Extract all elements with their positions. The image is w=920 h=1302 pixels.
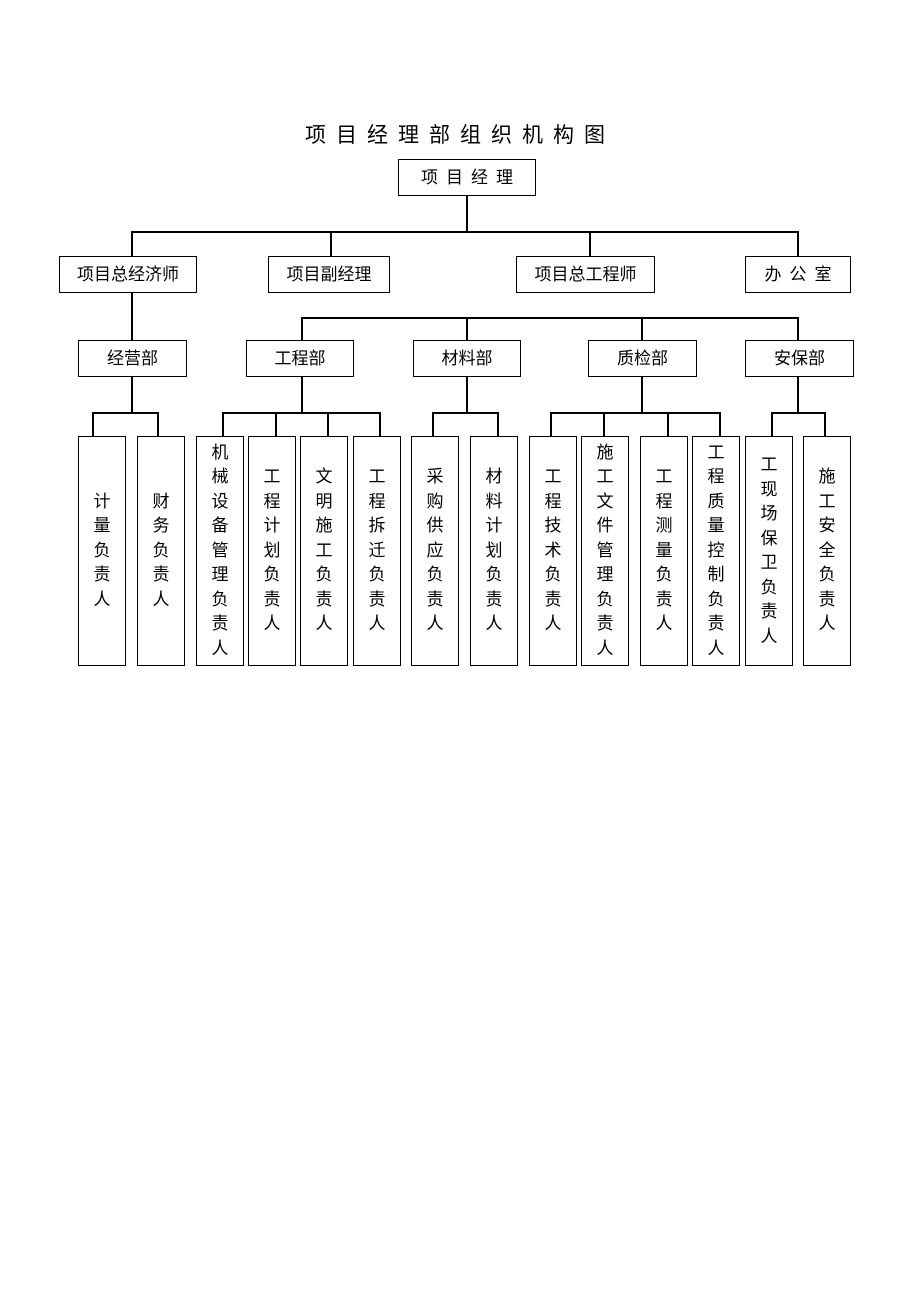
staff-label: 财务负责人 bbox=[152, 491, 170, 610]
connector bbox=[92, 412, 158, 414]
connector bbox=[589, 231, 591, 256]
connector bbox=[301, 317, 303, 340]
connector bbox=[379, 412, 381, 436]
node-staff-document-mgmt: 施工文件管理负责人 bbox=[581, 436, 629, 666]
connector bbox=[771, 412, 825, 414]
node-staff-demolition: 工程拆迁负责人 bbox=[353, 436, 401, 666]
connector bbox=[330, 231, 332, 256]
connector bbox=[222, 412, 224, 436]
staff-label: 工程质量控制负责人 bbox=[707, 442, 725, 659]
staff-label: 机械设备管理负责人 bbox=[211, 442, 229, 659]
staff-label: 材料计划负责人 bbox=[485, 467, 503, 635]
connector bbox=[301, 317, 798, 319]
staff-label: 施工文件管理负责人 bbox=[596, 442, 614, 659]
connector bbox=[603, 412, 605, 436]
node-chief-engineer: 项目总工程师 bbox=[516, 256, 655, 293]
node-staff-quality-control: 工程质量控制负责人 bbox=[692, 436, 740, 666]
node-dept-security: 安保部 bbox=[745, 340, 854, 377]
connector bbox=[466, 317, 468, 340]
staff-label: 工程拆迁负责人 bbox=[368, 467, 386, 635]
connector bbox=[131, 293, 133, 340]
node-dept-materials: 材料部 bbox=[413, 340, 521, 377]
staff-label: 工程测量负责人 bbox=[655, 467, 673, 635]
connector bbox=[466, 377, 468, 412]
connector bbox=[92, 412, 94, 436]
connector bbox=[641, 317, 643, 340]
connector bbox=[327, 412, 329, 436]
staff-label: 施工安全负责人 bbox=[818, 467, 836, 635]
connector bbox=[824, 412, 826, 436]
node-staff-finance: 财务负责人 bbox=[137, 436, 185, 666]
connector bbox=[797, 231, 799, 256]
staff-label: 采购供应负责人 bbox=[426, 467, 444, 635]
node-dept-engineering: 工程部 bbox=[246, 340, 354, 377]
node-staff-safety: 施工安全负责人 bbox=[803, 436, 851, 666]
chart-title: 项目经理部组织机构图 bbox=[305, 123, 615, 147]
connector bbox=[771, 412, 773, 436]
connector bbox=[497, 412, 499, 436]
node-project-manager: 项目经理 bbox=[398, 159, 536, 196]
connector bbox=[641, 377, 643, 412]
node-staff-material-plan: 材料计划负责人 bbox=[470, 436, 518, 666]
connector bbox=[131, 231, 133, 256]
node-staff-machinery: 机械设备管理负责人 bbox=[196, 436, 244, 666]
connector bbox=[275, 412, 277, 436]
connector bbox=[157, 412, 159, 436]
node-staff-survey: 工程测量负责人 bbox=[640, 436, 688, 666]
connector bbox=[222, 412, 380, 414]
connector bbox=[432, 412, 498, 414]
connector bbox=[466, 196, 468, 231]
staff-label: 工现场保卫负责人 bbox=[760, 455, 778, 647]
node-dept-business: 经营部 bbox=[78, 340, 187, 377]
node-staff-civilized-construction: 文明施工负责人 bbox=[300, 436, 348, 666]
connector bbox=[797, 317, 799, 340]
node-chief-economist: 项目总经济师 bbox=[59, 256, 197, 293]
connector bbox=[301, 377, 303, 412]
staff-label: 文明施工负责人 bbox=[315, 467, 333, 635]
node-office: 办公室 bbox=[745, 256, 851, 293]
connector bbox=[131, 231, 798, 233]
node-staff-site-guard: 工现场保卫负责人 bbox=[745, 436, 793, 666]
connector bbox=[719, 412, 721, 436]
connector bbox=[131, 377, 133, 412]
staff-label: 计量负责人 bbox=[93, 491, 111, 610]
connector bbox=[667, 412, 669, 436]
node-deputy-manager: 项目副经理 bbox=[268, 256, 390, 293]
node-staff-eng-plan: 工程计划负责人 bbox=[248, 436, 296, 666]
connector bbox=[797, 377, 799, 412]
staff-label: 工程计划负责人 bbox=[263, 467, 281, 635]
staff-label: 工程技术负责人 bbox=[544, 467, 562, 635]
connector bbox=[550, 412, 552, 436]
node-staff-eng-tech: 工程技术负责人 bbox=[529, 436, 577, 666]
node-staff-metering: 计量负责人 bbox=[78, 436, 126, 666]
connector bbox=[432, 412, 434, 436]
connector bbox=[550, 412, 720, 414]
node-staff-procurement: 采购供应负责人 bbox=[411, 436, 459, 666]
node-dept-quality: 质检部 bbox=[588, 340, 697, 377]
